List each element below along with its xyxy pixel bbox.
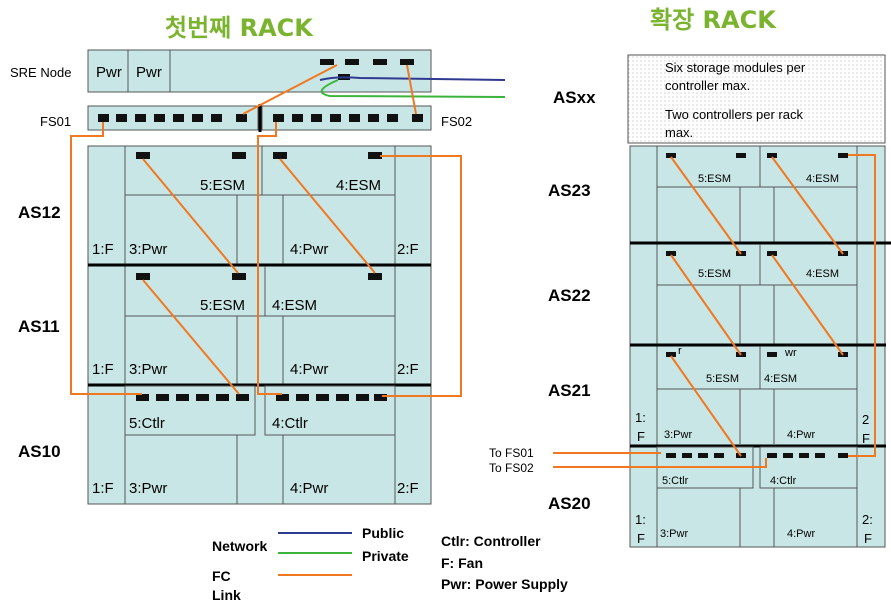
as12-pwr4: 4:Pwr: [290, 241, 328, 258]
as22-label: AS22: [548, 286, 591, 305]
legend-public: Public: [362, 525, 404, 541]
as20-ctlr5: 5:Ctlr: [662, 475, 689, 487]
as21-label: AS21: [548, 381, 591, 400]
as20-pwr3: 3:Pwr: [660, 528, 688, 540]
as10-label: AS10: [18, 442, 61, 461]
as21-esm4: 4:ESM: [764, 373, 797, 385]
as21-pwr4: 4:Pwr: [787, 429, 815, 441]
as11-pwr4: 4:Pwr: [290, 361, 328, 378]
as12-esm5: 5:ESM: [200, 177, 245, 194]
asxx-note1-line2: controller max.: [665, 78, 750, 93]
as11-pwr3: 3:Pwr: [129, 361, 167, 378]
as20-fan2-b: F: [864, 531, 872, 546]
fs02-label: FS02: [441, 114, 472, 129]
as12-label: AS12: [18, 203, 61, 222]
as11-fan1: 1:F: [92, 361, 114, 378]
asxx-note1-line1: Six storage modules per: [665, 60, 806, 75]
as21-wr: wr: [784, 347, 797, 359]
as20-fan1-a: 1:: [635, 512, 646, 527]
as10-ctlr5: 5:Ctlr: [129, 415, 165, 432]
legend-pwr: Pwr: Power Supply: [441, 576, 568, 592]
as23-esm4: 4:ESM: [806, 173, 839, 185]
fs-ports: [98, 114, 423, 122]
asxx-label: ASxx: [553, 88, 596, 107]
as21-fan1-b: F: [637, 429, 645, 444]
as11-esm4: 4:ESM: [272, 297, 317, 314]
sre-node-box: [87, 49, 432, 93]
as12-esm4: 4:ESM: [336, 177, 381, 194]
as21-fan2-a: 2: [862, 412, 869, 427]
right-rack-links: [553, 154, 876, 468]
as10-fan1: 1:F: [92, 480, 114, 497]
sre-pwr2: Pwr: [136, 64, 162, 81]
asxx-note2-line1: Two controllers per rack: [665, 107, 803, 122]
as23-esm5: 5:ESM: [698, 173, 731, 185]
sre-pwr1: Pwr: [96, 64, 122, 81]
as10-pwr3: 3:Pwr: [129, 480, 167, 497]
asxx-box: [627, 54, 886, 144]
as23-label: AS23: [548, 181, 591, 200]
as20-label: AS20: [548, 494, 591, 513]
left-rack-body: [87, 145, 432, 505]
as21-fan2-b: F: [862, 431, 870, 446]
legend-private: Private: [362, 548, 409, 564]
sre-node-label: SRE Node: [10, 65, 71, 80]
as10-ctlr4: 4:Ctlr: [272, 415, 308, 432]
as12-pwr3: 3:Pwr: [129, 241, 167, 258]
to-fs01-label: To FS01: [489, 446, 534, 460]
as20-pwr4: 4:Pwr: [787, 528, 815, 540]
right-rack-title: 확장 RACK: [650, 6, 777, 34]
as21-fan1-a: 1:: [635, 410, 646, 425]
as11-label: AS11: [18, 317, 60, 336]
as21-r: r: [678, 345, 682, 357]
as20-ctlr4: 4:Ctlr: [770, 475, 797, 487]
fs02-box: [261, 105, 432, 131]
as21-pwr3: 3:Pwr: [664, 429, 692, 441]
legend-fc: FC: [212, 568, 231, 584]
as12-fan2: 2:F: [397, 241, 419, 258]
as11-esm5: 5:ESM: [200, 297, 245, 314]
asxx-note2-line2: max.: [665, 125, 693, 140]
to-fs02-label: To FS02: [489, 461, 534, 475]
left-rack-title: 첫번째 RACK: [165, 14, 314, 42]
legend-fan: F: Fan: [441, 555, 483, 571]
as20-fan2-a: 2:: [862, 512, 873, 527]
as21-esm5: 5:ESM: [706, 373, 739, 385]
left-rack-links: [70, 64, 506, 397]
as20-fan1-b: F: [637, 531, 645, 546]
as12-fan1: 1:F: [92, 241, 114, 258]
fs01-label: FS01: [40, 114, 71, 129]
as22-esm5: 5:ESM: [698, 268, 731, 280]
as10-fan2: 2:F: [397, 480, 419, 497]
legend-network: Network: [212, 538, 267, 554]
as22-esm4: 4:ESM: [806, 268, 839, 280]
as10-pwr4: 4:Pwr: [290, 480, 328, 497]
legend-ctlr: Ctlr: Controller: [441, 533, 541, 549]
as11-fan2: 2:F: [397, 361, 419, 378]
legend-link: Link: [212, 587, 241, 603]
